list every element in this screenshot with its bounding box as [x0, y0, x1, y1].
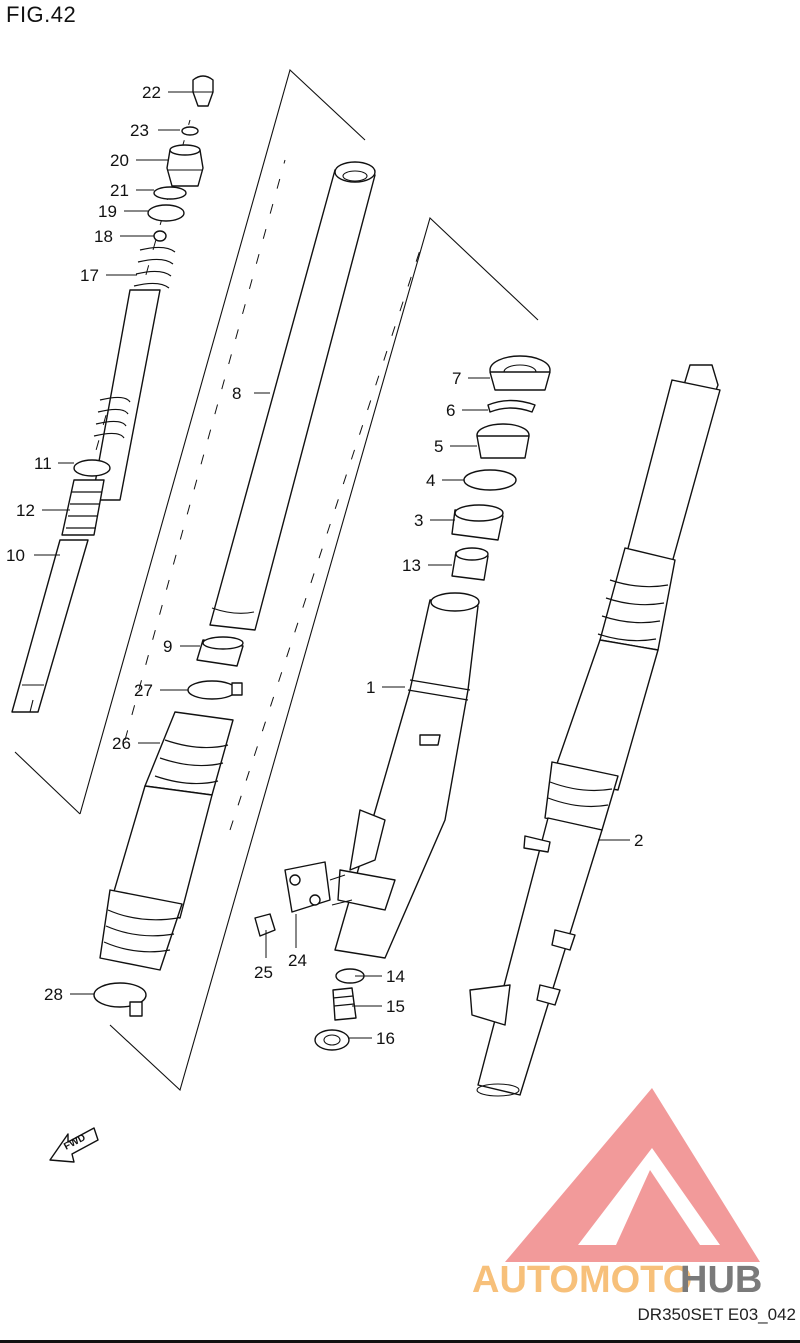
part-27-boot-clamp	[187, 680, 243, 700]
part-9-bush	[196, 636, 244, 667]
part-16-gasket	[314, 1029, 350, 1051]
grouping-frame-middle	[109, 216, 539, 1092]
part-3-guide-bush	[451, 504, 504, 541]
part-28-boot-clamp	[93, 982, 147, 1017]
callout-10: 10	[6, 546, 25, 565]
callout-7: 7	[452, 369, 461, 388]
callout-16: 16	[376, 1029, 395, 1048]
part-17-fork-spring	[91, 246, 176, 501]
part-12-piston-ring	[61, 479, 105, 536]
callout-25: 25	[254, 963, 273, 982]
callout-2: 2	[634, 831, 643, 850]
callout-19: 19	[98, 202, 117, 221]
callout-23: 23	[130, 121, 149, 140]
leader-lines	[34, 91, 630, 1039]
part-6-stopper-ring	[487, 399, 536, 413]
callout-labels: 22 23 20 21 19 18 17 8 11 12 10 9 27 26 …	[6, 83, 643, 1048]
part-18-ring	[153, 230, 167, 242]
part-4-washer	[463, 469, 517, 491]
callout-27: 27	[134, 681, 153, 700]
callout-1: 1	[366, 678, 375, 697]
part-7-dust-seal	[489, 355, 551, 391]
part-26-fork-boot	[99, 711, 234, 971]
callout-9: 9	[163, 637, 172, 656]
callout-18: 18	[94, 227, 113, 246]
callout-8: 8	[232, 384, 241, 403]
watermark-logo: AUTOMOTO HUB	[472, 1088, 762, 1301]
part-23-o-ring	[181, 126, 199, 136]
part-22-drain-bolt	[192, 75, 214, 107]
part-19-spacer	[147, 204, 185, 222]
callout-4: 4	[426, 471, 435, 490]
fwd-arrow-icon: FWD	[49, 1127, 99, 1163]
part-13-oil-lock-piece	[451, 547, 489, 581]
part-24-axle-holder	[284, 861, 353, 913]
part-11-ring	[73, 459, 111, 477]
figure-title: FIG.42	[6, 2, 77, 27]
callout-22: 22	[142, 83, 161, 102]
callout-5: 5	[434, 437, 443, 456]
callout-28: 28	[44, 985, 63, 1004]
part-5-oil-seal	[476, 423, 530, 459]
callout-26: 26	[112, 734, 131, 753]
part-15-bolt	[332, 987, 357, 1021]
part-10-damper-rod	[11, 539, 89, 713]
callout-11: 11	[34, 454, 52, 473]
watermark-text-a: AUTOMOTO	[472, 1259, 692, 1301]
part-20-cap-bolt	[166, 144, 204, 187]
part-25-nut	[254, 913, 276, 937]
part-1-outer-tube	[334, 592, 480, 959]
callout-14: 14	[386, 967, 405, 986]
callout-13: 13	[402, 556, 421, 575]
bottom-divider	[0, 1340, 800, 1343]
part-2-front-fork-assembly	[469, 364, 721, 1097]
callout-12: 12	[16, 501, 35, 520]
callout-24: 24	[288, 951, 307, 970]
part-8-inner-tube	[209, 161, 376, 631]
watermark-text-b: HUB	[680, 1259, 762, 1301]
callout-15: 15	[386, 997, 405, 1016]
callout-17: 17	[80, 266, 99, 285]
callout-21: 21	[110, 181, 129, 200]
part-21-o-ring	[153, 186, 187, 200]
callout-3: 3	[414, 511, 423, 530]
callout-6: 6	[446, 401, 455, 420]
drawing-code: DR350SET E03_042	[637, 1305, 796, 1324]
callout-20: 20	[110, 151, 129, 170]
